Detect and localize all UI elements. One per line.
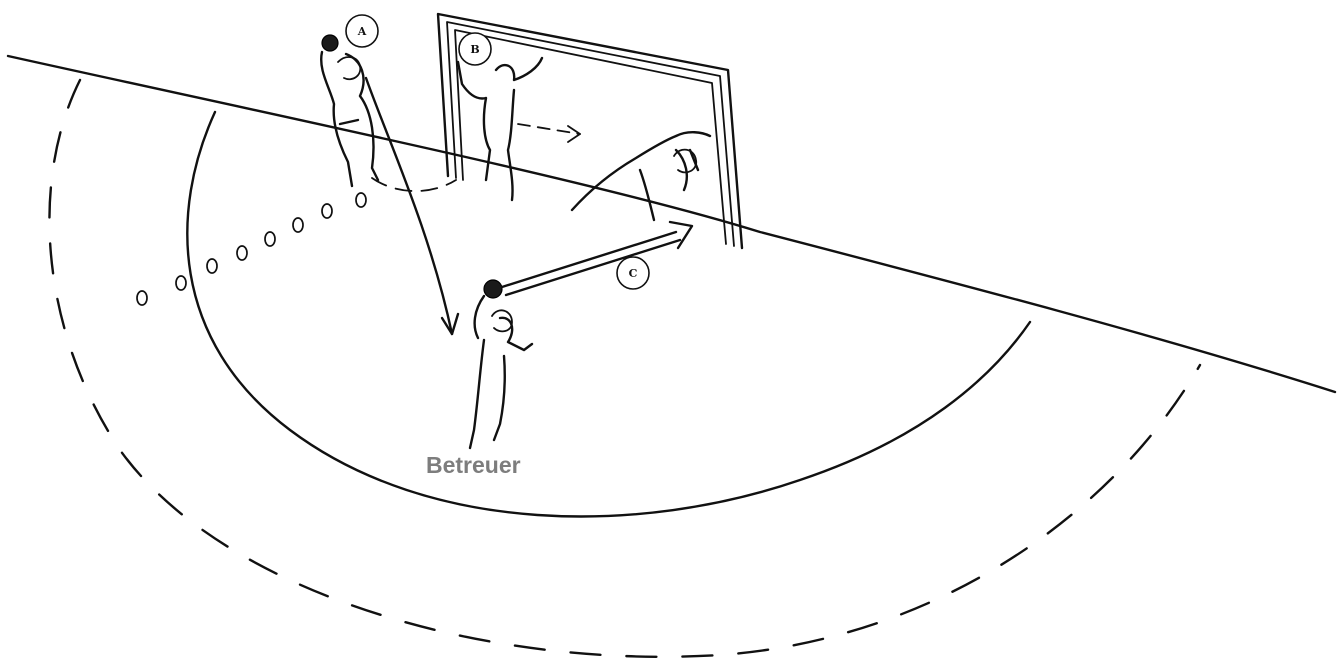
goal-frame-inner <box>446 21 735 247</box>
ball-coach <box>483 279 503 299</box>
goal-area-line <box>186 110 1032 518</box>
footstep <box>136 290 148 306</box>
shot-c-arrowhead <box>668 220 694 250</box>
label-a-text: A <box>357 25 367 38</box>
footstep <box>236 245 248 261</box>
label-a-circle <box>345 14 379 48</box>
footstep <box>321 203 333 219</box>
court-lines <box>6 54 1337 658</box>
footstep <box>292 217 304 233</box>
label-c-circle <box>616 256 650 290</box>
label-b: B <box>458 32 492 66</box>
goalkeeper-move-arrowhead <box>567 125 581 143</box>
free-throw-line <box>48 78 1202 658</box>
player-a-run-path <box>371 177 457 192</box>
player-b-figure <box>456 56 544 202</box>
label-b-circle <box>458 32 492 66</box>
footstep <box>206 258 218 274</box>
movement-paths <box>364 76 694 336</box>
pass-a-arrowhead <box>440 312 460 336</box>
goalkeeper-dive-body <box>570 131 712 222</box>
player-a-figure <box>320 34 380 188</box>
footsteps <box>136 192 367 306</box>
coach-body <box>468 294 534 450</box>
goal-frame-inner-2 <box>454 29 727 245</box>
pass-a-to-coach-arrow <box>364 76 454 336</box>
label-c-text: C <box>629 267 638 280</box>
goal <box>436 12 744 250</box>
footstep <box>355 192 367 208</box>
goalkeeper-move-arrow <box>517 123 581 135</box>
goalkeeper-dive-head <box>673 148 698 174</box>
goal-line <box>6 54 1337 394</box>
caption-betreuer: Betreuer <box>426 452 521 478</box>
goal-frame-outer <box>436 12 744 250</box>
coach-figure <box>468 279 534 450</box>
label-a: A <box>345 14 379 48</box>
player-b-body <box>456 56 544 202</box>
label-b-text: B <box>470 43 479 56</box>
footstep <box>264 231 276 247</box>
coach-head <box>491 309 513 333</box>
shot-c-arrow <box>500 230 682 297</box>
player-a-body <box>320 50 380 188</box>
ball-a <box>321 34 339 52</box>
goalkeeper-dive-figure <box>570 131 712 222</box>
player-a-head <box>337 56 362 81</box>
footstep <box>175 275 187 291</box>
label-c: C <box>616 256 650 290</box>
